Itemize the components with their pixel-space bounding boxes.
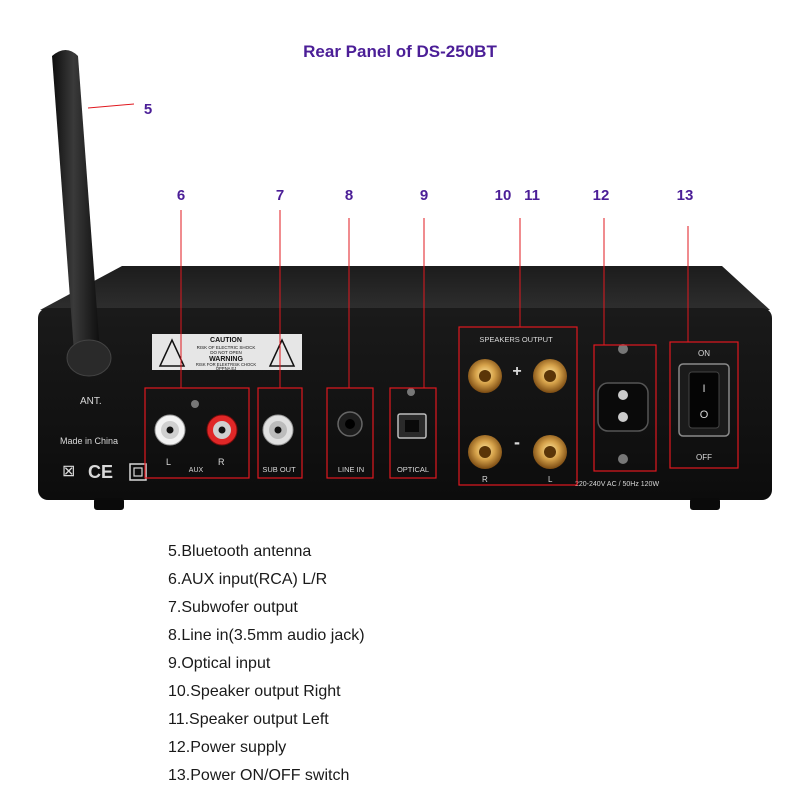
line-in-label: LINE IN [338, 465, 364, 474]
sub-out-label: SUB OUT [262, 465, 296, 474]
optical-screw [407, 388, 415, 396]
box-power-inlet [593, 344, 657, 472]
switch-off-label: OFF [696, 453, 712, 462]
made-in-label: Made in China [60, 436, 118, 446]
antenna-label: ANT. [80, 396, 102, 407]
speakers-output-label: SPEAKERS OUTPUT [479, 335, 553, 344]
box-aux [144, 387, 250, 479]
callout-boxes [144, 326, 739, 486]
legend-item-9: 9.Optical input [168, 655, 271, 672]
callout-9: 9 [419, 187, 429, 204]
aux-r-label: R [218, 457, 225, 467]
legend-item-12: 12.Power supply [168, 739, 287, 756]
speaker-r-label: R [482, 475, 488, 484]
box-power-switch [669, 341, 739, 469]
callout-12: 12 [592, 187, 610, 204]
caution-line-2: DO NOT OPEN [210, 350, 241, 355]
legend-item-8: 8.Line in(3.5mm audio jack) [168, 627, 365, 644]
legend-list: 5.Bluetooth antenna 6.AUX input(RCA) L/R… [168, 538, 365, 790]
shock-warning-icon [158, 338, 186, 367]
legend-item-13: 13.Power ON/OFF switch [168, 767, 350, 784]
callout-11: 11 [524, 187, 540, 204]
warning-title: WARNING [209, 356, 243, 363]
diagram-title: Rear Panel of DS-250BT [303, 42, 497, 61]
ce-mark-label: CE [88, 462, 113, 482]
aux-l-label: L [166, 457, 171, 467]
power-inlet-screw-bottom [618, 454, 628, 464]
power-inlet [597, 382, 649, 432]
speaker-minus-label: - [514, 432, 520, 452]
caution-title: CAUTION [210, 337, 242, 344]
bluetooth-antenna [52, 50, 100, 352]
box-speakers [458, 326, 578, 486]
callout-8: 8 [344, 187, 354, 204]
switch-on-label: ON [698, 349, 710, 358]
speaker-plus-label: + [512, 363, 521, 380]
legend-item-5: 5.Bluetooth antenna [168, 543, 312, 560]
callout-7: 7 [275, 187, 285, 204]
legend-item-6: 6.AUX input(RCA) L/R [168, 571, 328, 588]
aux-screw [191, 400, 199, 408]
power-inlet-screw-top [618, 344, 628, 354]
speaker-l-label: L [548, 475, 553, 484]
switch-i-label: I [702, 383, 705, 395]
antenna-base [66, 339, 112, 377]
weee-bin-icon: ⊠ [62, 463, 75, 480]
callout-10: 10 [494, 187, 512, 204]
leader-5 [87, 103, 135, 109]
callout-13: 13 [676, 187, 694, 204]
class-ii-icon [129, 463, 147, 481]
warning-line-2: ÖPPNA EJ [216, 366, 236, 371]
callout-5: 5 [143, 101, 153, 118]
chassis-foot-right [690, 498, 720, 510]
chassis-top [40, 266, 770, 310]
box-optical [389, 387, 437, 479]
legend-item-11: 11.Speaker output Left [168, 711, 329, 728]
speaker-terminals [468, 359, 567, 469]
switch-o-label: O [700, 409, 709, 421]
exclamation-warning-icon [268, 338, 296, 367]
power-rating-label: 220-240V AC / 50Hz 120W [575, 481, 659, 488]
box-line-in [326, 387, 374, 479]
box-sub-out [257, 387, 303, 479]
callout-6: 6 [176, 187, 186, 204]
warning-line-1: RISK FOR ELEKTRISK CHOCK [196, 362, 256, 367]
caution-line-1: RISK OF ELECTRIC SHOCK [197, 345, 256, 350]
legend-item-7: 7.Subwofer output [168, 599, 298, 616]
callout-leaders [87, 103, 689, 388]
chassis-foot-left [94, 498, 124, 510]
aux-label: AUX [189, 467, 204, 474]
legend-item-10: 10.Speaker output Right [168, 683, 341, 700]
optical-label: OPTICAL [397, 465, 429, 474]
